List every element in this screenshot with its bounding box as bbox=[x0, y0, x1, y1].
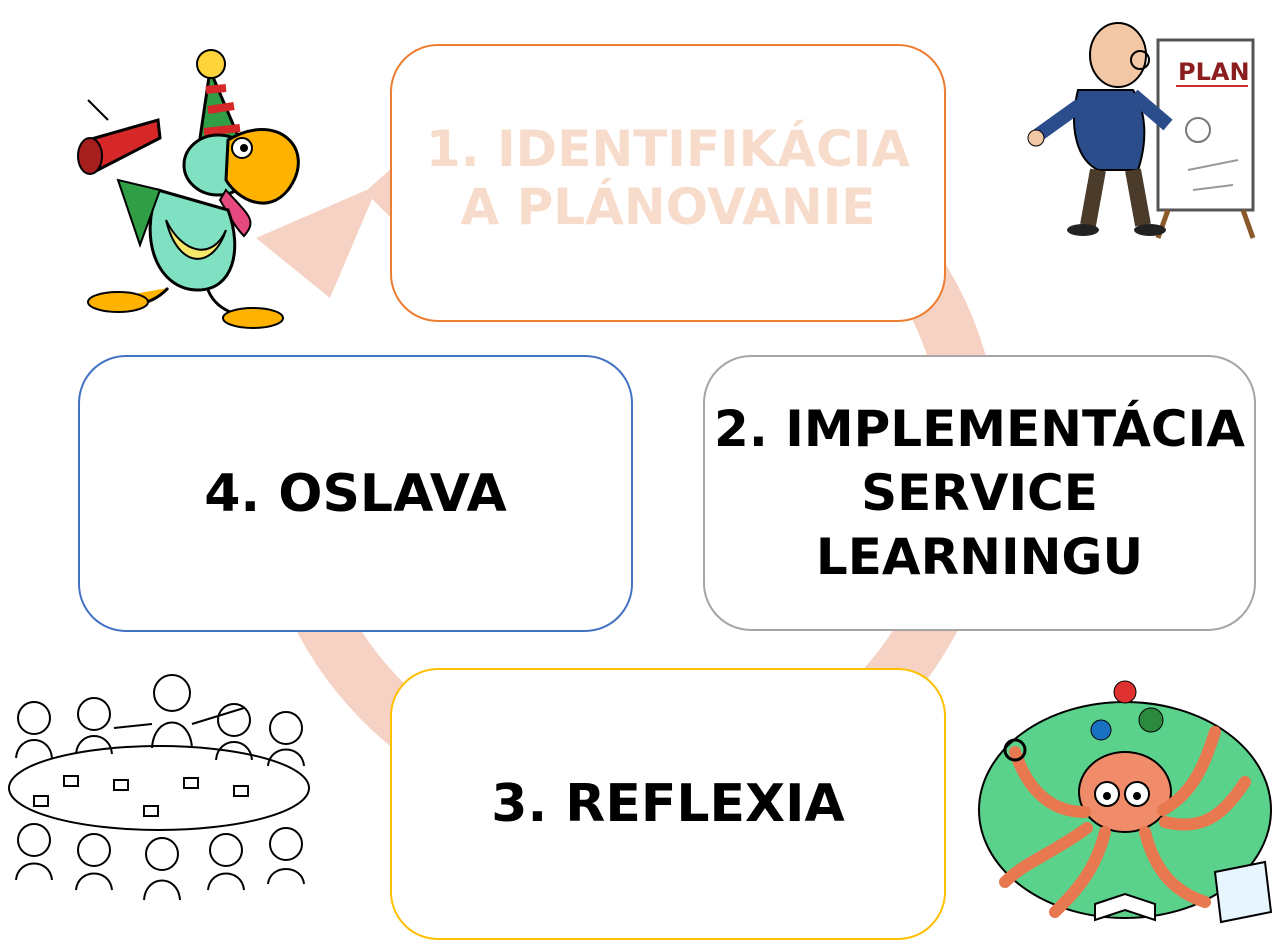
step-2-label-line2: SERVICE bbox=[861, 464, 1098, 522]
cycle-arrowhead bbox=[256, 185, 378, 298]
step-2-label: 2. IMPLEMENTÁCIA SERVICE LEARNINGU bbox=[714, 397, 1245, 589]
step-2-label-line1: 2. IMPLEMENTÁCIA bbox=[714, 400, 1245, 458]
step-1-label-line1: 1. IDENTIFIKÁCIA bbox=[425, 120, 911, 178]
step-3-box: 3. REFLEXIA bbox=[390, 668, 946, 940]
step-1-box: 1. IDENTIFIKÁCIA A PLÁNOVANIE bbox=[390, 44, 946, 322]
multitasking-octopus-illustration bbox=[978, 680, 1273, 924]
step-3-label: 3. REFLEXIA bbox=[491, 774, 845, 834]
step-2-label-line3: LEARNINGU bbox=[815, 528, 1144, 586]
plan-sign-text: PLAN bbox=[1178, 58, 1250, 86]
party-bird-illustration bbox=[77, 49, 300, 329]
discussion-group-illustration bbox=[8, 674, 310, 901]
step-1-label-line2: A PLÁNOVANIE bbox=[460, 178, 876, 236]
planning-man-illustration: PLAN bbox=[1027, 22, 1256, 239]
step-2-box: 2. IMPLEMENTÁCIA SERVICE LEARNINGU bbox=[703, 355, 1256, 631]
step-4-box: 4. OSLAVA bbox=[78, 355, 633, 632]
step-4-label: 4. OSLAVA bbox=[204, 463, 507, 524]
step-1-label: 1. IDENTIFIKÁCIA A PLÁNOVANIE bbox=[426, 120, 910, 236]
